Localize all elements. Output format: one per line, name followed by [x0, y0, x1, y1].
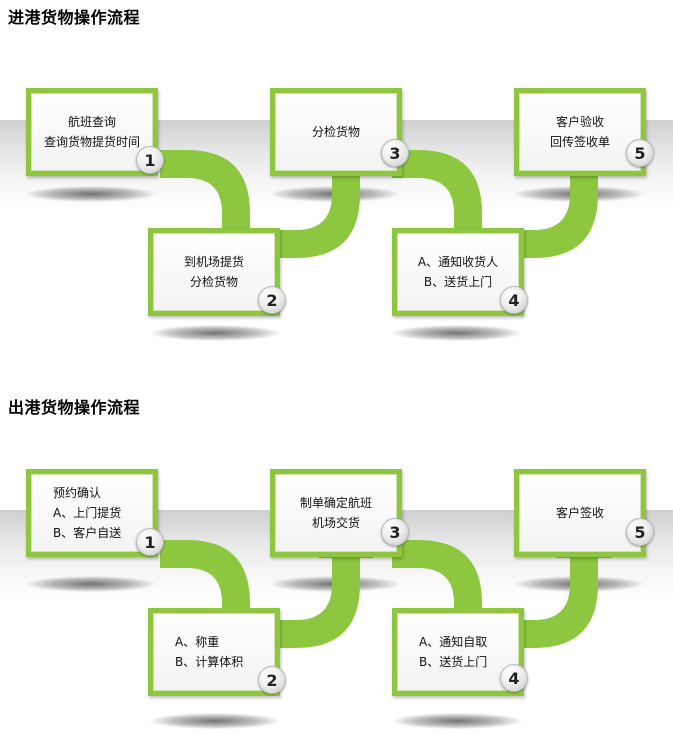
flow-arrows [160, 534, 612, 654]
step-shadow [26, 186, 156, 202]
step-shadow [392, 325, 522, 341]
step-4-line-1: A、通知收货人 [417, 255, 499, 269]
step-2-box: A、称重 B、计算体积 [148, 608, 280, 696]
step-4-line-2: B、送货上门 [419, 655, 488, 669]
arrow-step2-to-step3 [274, 534, 374, 648]
step-1-line-1: 预约确认 [53, 486, 102, 500]
step-2-line-2: B、计算体积 [175, 655, 244, 669]
step-5-line-1: 客户签收 [555, 506, 604, 520]
step-1-line-3: B、客户自送 [53, 526, 122, 540]
step-1-line-2: 查询货物提货时间 [43, 135, 140, 149]
outbound-flow-section: 出港货物操作流程 预约确认 A、上门提货 B、客户自送 A、称重 B、计算体积 … [0, 390, 673, 755]
step-3-number-badge: 3 [381, 518, 409, 546]
step-4-box: A、通知收货人 B、送货上门 [392, 228, 524, 316]
step-1-line-2: A、上门提货 [53, 506, 122, 520]
step-4-number-badge: 4 [500, 664, 528, 692]
step-2-number-badge: 2 [258, 666, 286, 694]
step-2-number-badge: 2 [258, 286, 286, 314]
inbound-flow-title: 进港货物操作流程 [8, 8, 141, 27]
step-3-line-2: 机场交货 [311, 516, 360, 530]
step-1-number-badge: 1 [136, 146, 164, 174]
step-1-number-badge: 1 [136, 528, 164, 556]
step-3-box: 分检货物 [270, 88, 402, 176]
flow-arrows [160, 144, 612, 264]
outbound-flow-title: 出港货物操作流程 [8, 398, 141, 417]
step-4-number-badge: 4 [500, 286, 528, 314]
step-3-line-1: 分检货物 [311, 125, 360, 139]
step-5-line-2: 回传签收单 [549, 135, 610, 149]
step-4-line-2: B、送货上门 [423, 275, 493, 289]
arrow-step4-to-step5 [510, 534, 612, 648]
step-4-line-1: A、通知自取 [419, 635, 488, 649]
step-3-number-badge: 3 [381, 139, 409, 167]
step-5-number-badge: 5 [626, 518, 654, 546]
step-2-line-1: 到机场提货 [183, 255, 244, 269]
step-2-line-2: 分检货物 [189, 275, 238, 289]
step-1-box: 航班查询 查询货物提货时间 [26, 88, 158, 176]
step-5-line-1: 客户验收 [555, 115, 604, 129]
step-3-line-1: 制单确定航班 [299, 496, 372, 510]
inbound-flow-section: 进港货物操作流程 航班查询 查询货物提货时间 到机场提货 分检货物 分检货物 A… [0, 0, 673, 365]
step-1-line-1: 航班查询 [67, 115, 116, 129]
step-4-box: A、通知自取 B、送货上门 [392, 608, 524, 696]
step-3-box: 制单确定航班 机场交货 [270, 469, 402, 557]
step-2-line-1: A、称重 [175, 635, 220, 649]
step-shadow [26, 576, 156, 592]
step-5-box: 客户验收 回传签收单 [514, 88, 646, 176]
step-5-box: 客户签收 [514, 469, 646, 557]
step-5-number-badge: 5 [626, 139, 654, 167]
step-shadow [392, 713, 522, 729]
step-shadow [150, 713, 280, 729]
step-shadow [150, 325, 280, 341]
